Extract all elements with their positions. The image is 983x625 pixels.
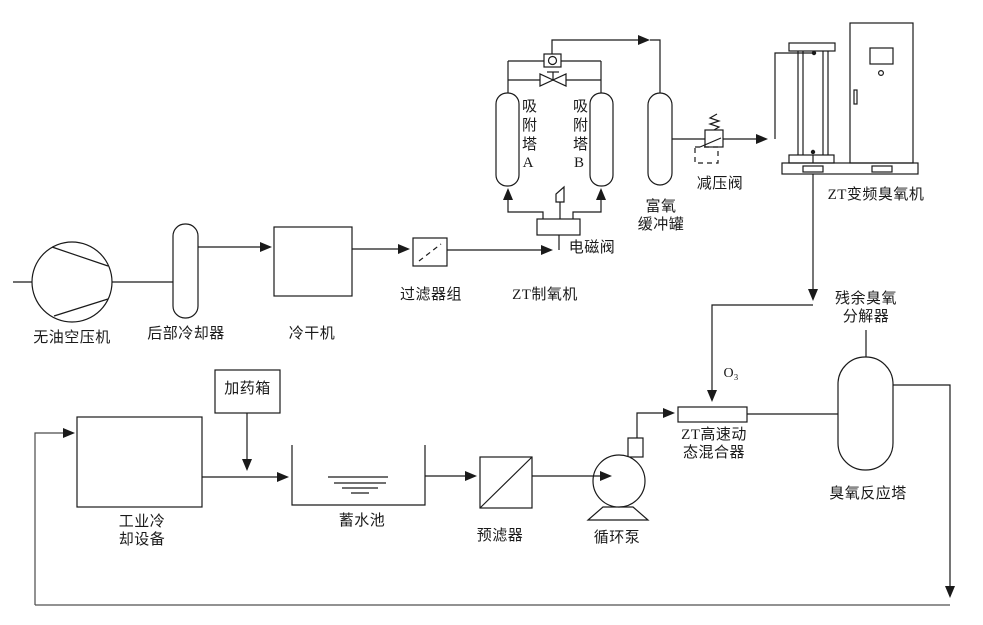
to-buffer-line [551,35,661,93]
ozone-column [788,42,836,164]
prefilter-label: 预滤器 [476,528,524,544]
manual-crossover-valve [539,71,567,87]
muffler-symbol [555,185,565,219]
left-return-line [34,428,75,605]
reservoir-tank [291,445,426,506]
ozone-machine-label: ZT变频臭氧机 [827,187,925,203]
tower-a-label: 吸附塔A [520,98,536,175]
filter-box [412,237,448,267]
tower-a-vessel [495,92,520,187]
aftercooler-symbol [172,223,199,319]
ozone-cabinet [849,22,914,164]
o3-label: O₃ [723,366,739,381]
compressor-symbol [31,241,113,323]
o3-feed-line [707,304,813,402]
cooling-equipment-label: 工业冷 却设备 [118,514,166,548]
filter-manifold-line [447,235,560,255]
compressor-label: 无油空压机 [33,330,111,346]
mixer-label: ZT高速动 态混合器 [681,427,747,461]
dryer-label: 冷干机 [288,326,336,342]
aftercooler-label: 后部冷却器 [147,326,225,342]
reaction-tower-label: 臭氧反应塔 [829,486,907,502]
reaction-tower-vessel [837,356,894,471]
tower-risers [503,188,606,219]
pressure-reducing-valve-label: 减压阀 [696,176,744,192]
cooling-equipment-box [76,416,203,508]
residual-ozone-decomposer-label: 残余臭氧 分解器 [834,291,897,325]
oxygen-generator-label: ZT制氧机 [512,287,578,303]
tower-outlet-line [893,384,955,598]
buffer-tank-label: 富氧 缓冲罐 [637,199,685,233]
pump-symbol [586,437,650,521]
pump-mixer-line [636,408,675,438]
solenoid-crossover-valve [543,53,562,68]
circulating-pump-label: 循环泵 [593,530,641,546]
dosing-box-label: 加药箱 [224,381,271,397]
water-level-symbol [328,476,388,494]
ozone-base [781,162,919,175]
filter-group-label: 过滤器组 [399,287,462,303]
prefilter-box [479,456,533,509]
tower-b-label: 吸附塔B [571,98,587,175]
reservoir-label: 蓄水池 [338,513,386,529]
solenoid-valve-label: 电磁阀 [568,240,616,256]
mixer-box [677,406,748,423]
prv-ozone-line [723,52,812,144]
manifold-box [536,218,581,236]
buffer-vessel [647,92,673,186]
dryer-box [273,226,353,297]
tower-b-vessel [589,92,614,187]
